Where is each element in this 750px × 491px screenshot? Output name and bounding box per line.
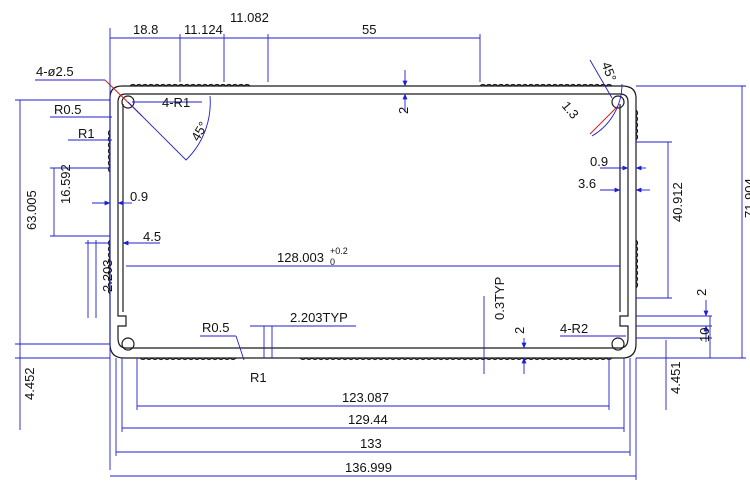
label-r1-bottom: R1 [250,370,267,385]
dim-2-203-left: 2.203 [100,259,115,292]
dim-0-9-left: 0.9 [130,189,148,204]
dim-3-6: 3.6 [578,176,596,191]
label-slot-1-3: 1.3 [559,98,582,121]
enclosure-outline [107,83,639,361]
dim-18-8: 18.8 [133,22,158,37]
bottom-dimension-labels: 123.087 129.44 133 136.999 [342,390,392,475]
label-corner-r: 4-R1 [162,95,190,110]
label-r2: 4-R2 [560,321,588,336]
dim-16-592: 16.592 [58,164,73,204]
right-dimension-labels: 0.9 3.6 40.912 71.904 2 10 4.451 [578,154,750,394]
center-dimension-labels: 128.003 +0.2 0 R0.5 R1 2.203TYP 0.3TYP 2… [202,246,588,385]
dim-2-right: 2 [694,289,709,296]
dim-123-087: 123.087 [342,390,389,405]
dim-128-003-tol-lower: 0 [330,257,335,267]
label-fin-typ: 2.203TYP [290,310,348,325]
dim-128-003-tol-upper: +0.2 [330,246,348,256]
dim-10: 10 [697,328,712,342]
dim-128-003: 128.003 [277,250,324,265]
dim-4-451: 4.451 [668,361,683,394]
label-r0-5-left: R0.5 [54,102,81,117]
dim-11-124: 11.124 [184,22,223,37]
left-dimension-labels: 63.005 16.592 0.9 4.5 2.203 4.452 [22,164,161,400]
label-0-3-typ: 0.3TYP [492,277,507,320]
dim-55: 55 [362,22,376,37]
dim-63-005: 63.005 [24,190,39,230]
dim-4-452: 4.452 [22,367,37,400]
label-angle-right: 45° [599,60,620,84]
dim-0-9-right: 0.9 [590,154,608,169]
label-thick-top: 2 [396,107,411,114]
dim-133: 133 [360,436,382,451]
dim-136-999: 136.999 [345,460,392,475]
dimension-lines [15,28,746,480]
dim-4-5: 4.5 [143,229,161,244]
label-r0-5-bottom: R0.5 [202,320,229,335]
label-holes: 4-ø2.5 [36,64,74,79]
callout-labels: 4-ø2.5 R0.5 R1 4-R1 45° 45° 2 1.3 [36,60,620,144]
top-dimension-labels: 18.8 11.124 11.082 55 [133,10,376,37]
dim-11-082: 11.082 [230,10,269,25]
dim-129-44: 129.44 [348,412,388,427]
dim-40-912: 40.912 [670,182,685,222]
label-thick-bottom: 2 [512,327,527,334]
label-r1-left: R1 [78,126,95,141]
dim-71-904: 71.904 [742,178,750,218]
